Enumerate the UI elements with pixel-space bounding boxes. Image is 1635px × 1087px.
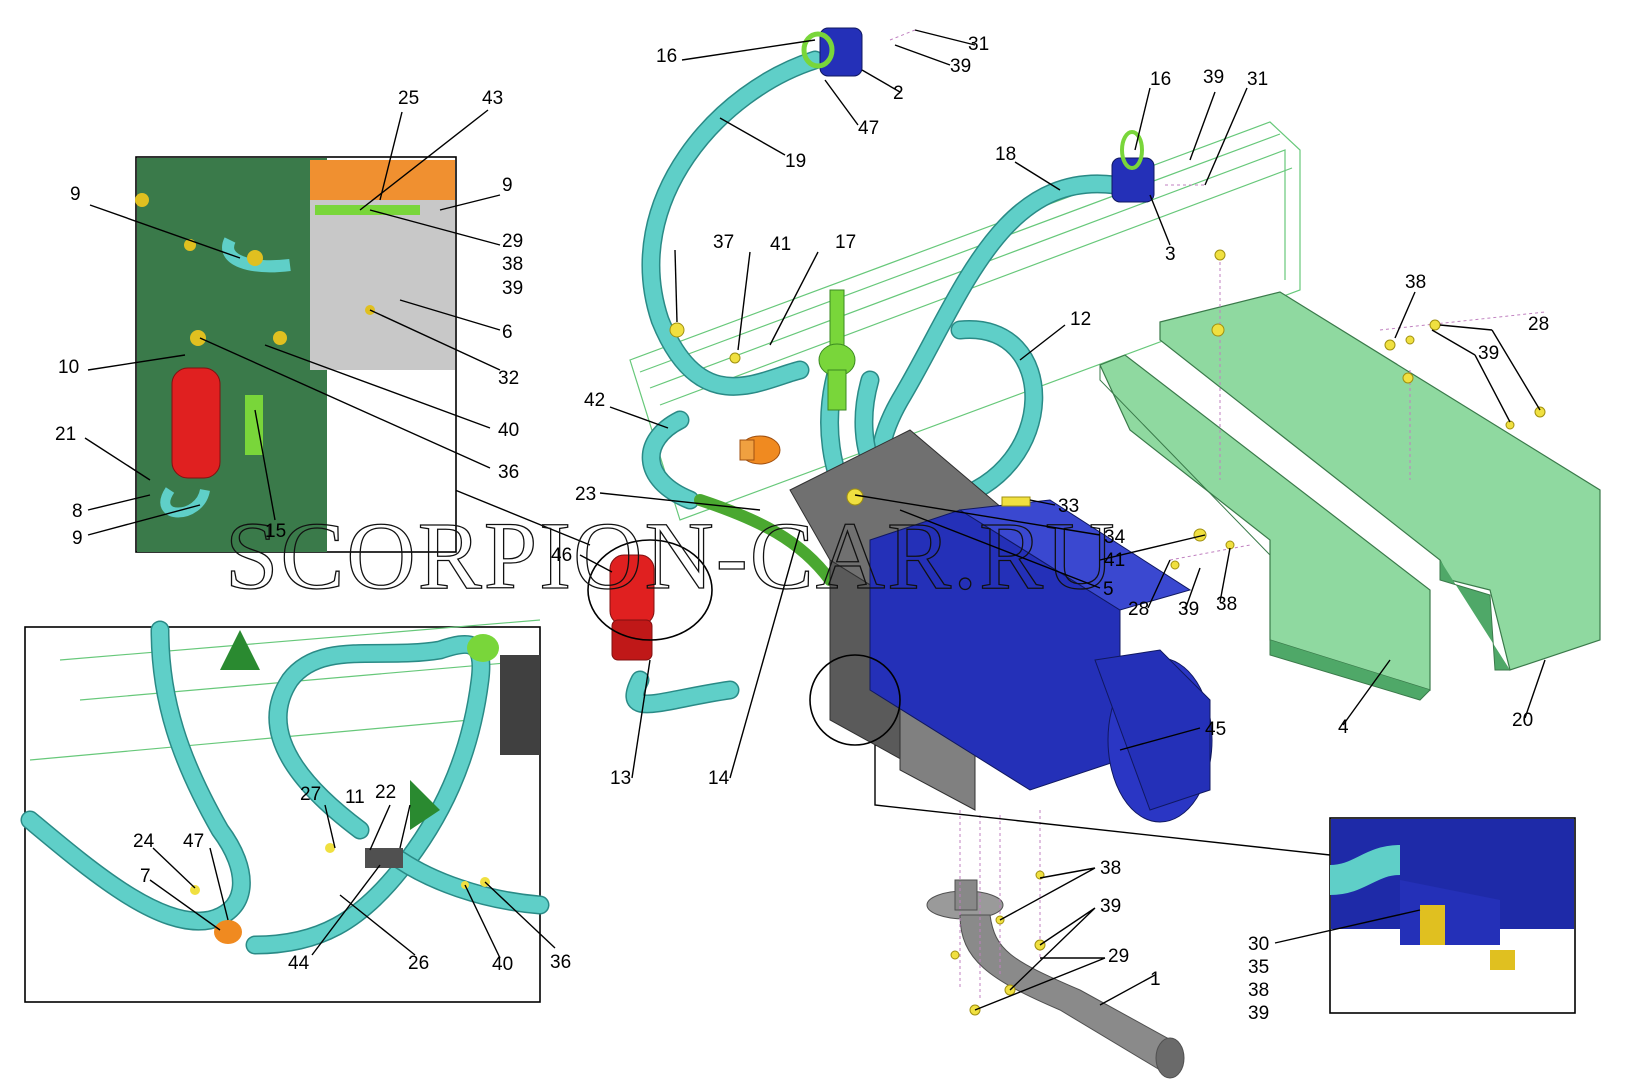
label-43: 43 bbox=[482, 88, 503, 109]
label-29-exhaust: 29 bbox=[1108, 946, 1129, 967]
label-1: 1 bbox=[1150, 969, 1161, 990]
detail-callout-circles bbox=[454, 489, 1331, 856]
label-24: 24 bbox=[133, 831, 155, 852]
label-39-exhaust: 39 bbox=[1100, 896, 1121, 917]
label-36-bottom: 36 bbox=[550, 952, 571, 973]
label-39-right: 39 bbox=[1248, 1003, 1269, 1024]
label-41a: 41 bbox=[770, 234, 791, 255]
label-2: 2 bbox=[893, 83, 904, 104]
label-9b: 9 bbox=[502, 175, 513, 196]
leader-lines bbox=[84, 29, 1546, 1011]
label-8: 8 bbox=[72, 501, 83, 522]
label-38-right: 38 bbox=[1248, 980, 1269, 1001]
inset-left bbox=[135, 156, 457, 553]
label-35: 35 bbox=[1248, 957, 1269, 978]
label-6: 6 bbox=[502, 322, 513, 343]
fasteners bbox=[669, 249, 1546, 1016]
label-20: 20 bbox=[1512, 710, 1533, 731]
heater-45 bbox=[869, 499, 1213, 823]
panel-4 bbox=[1099, 354, 1431, 701]
label-9a: 9 bbox=[70, 184, 81, 205]
label-45: 45 bbox=[1205, 719, 1226, 740]
label-37: 37 bbox=[713, 232, 734, 253]
label-7: 7 bbox=[140, 866, 151, 887]
label-40-bottom: 40 bbox=[492, 954, 513, 975]
label-12: 12 bbox=[1070, 309, 1091, 330]
label-34: 34 bbox=[1104, 527, 1126, 548]
label-40-left: 40 bbox=[498, 420, 519, 441]
label-38a: 38 bbox=[1405, 272, 1426, 293]
panel-20 bbox=[1159, 291, 1601, 671]
tee-fitting-17 bbox=[818, 289, 856, 411]
label-33: 33 bbox=[1058, 496, 1079, 517]
label-39-center: 39 bbox=[1178, 599, 1199, 620]
label-39b: 39 bbox=[1203, 67, 1224, 88]
label-10: 10 bbox=[58, 357, 79, 378]
label-41: 41 bbox=[1104, 550, 1125, 571]
blue-fitting-3 bbox=[1111, 130, 1155, 203]
label-28a: 28 bbox=[1528, 314, 1549, 335]
label-39a: 39 bbox=[950, 56, 971, 77]
label-19: 19 bbox=[785, 151, 806, 172]
label-23: 23 bbox=[575, 484, 596, 505]
label-38-center: 38 bbox=[1216, 594, 1237, 615]
exhaust-pipe-1 bbox=[926, 879, 1185, 1079]
callout-labels: 16 31 39 2 47 19 16 39 31 18 3 37 41 17 … bbox=[55, 34, 1549, 1024]
inset-right bbox=[1329, 817, 1576, 1014]
label-13: 13 bbox=[610, 768, 631, 789]
label-16a: 16 bbox=[656, 46, 677, 67]
label-11: 11 bbox=[345, 787, 365, 808]
label-18: 18 bbox=[995, 144, 1016, 165]
label-38-exhaust: 38 bbox=[1100, 858, 1121, 879]
label-47a: 47 bbox=[858, 118, 879, 139]
label-29-left: 29 bbox=[502, 231, 523, 252]
label-27: 27 bbox=[300, 784, 321, 805]
label-39-left: 39 bbox=[502, 278, 523, 299]
label-42: 42 bbox=[584, 390, 605, 411]
label-36-left: 36 bbox=[498, 462, 519, 483]
pump-46 bbox=[609, 554, 655, 661]
label-28: 28 bbox=[1128, 599, 1149, 620]
label-5: 5 bbox=[1103, 579, 1114, 600]
label-9c: 9 bbox=[72, 528, 83, 549]
label-3: 3 bbox=[1165, 244, 1176, 265]
label-44: 44 bbox=[288, 953, 310, 974]
watermark: SCORPION-CAR.RU bbox=[225, 502, 1117, 609]
assembly-lines bbox=[889, 29, 1546, 1000]
label-16b: 16 bbox=[1150, 69, 1171, 90]
label-26: 26 bbox=[408, 953, 429, 974]
valve-orange bbox=[739, 435, 781, 465]
label-46: 46 bbox=[551, 545, 572, 566]
label-39c: 39 bbox=[1478, 343, 1499, 364]
label-15: 15 bbox=[265, 521, 286, 542]
blue-fitting-2 bbox=[801, 27, 863, 77]
label-22: 22 bbox=[375, 782, 396, 803]
label-25: 25 bbox=[398, 88, 419, 109]
label-21: 21 bbox=[55, 424, 76, 445]
label-17: 17 bbox=[835, 232, 856, 253]
label-32: 32 bbox=[498, 368, 519, 389]
label-31a: 31 bbox=[968, 34, 989, 55]
label-14: 14 bbox=[708, 768, 730, 789]
label-47-bottom: 47 bbox=[183, 831, 204, 852]
label-30: 30 bbox=[1248, 934, 1269, 955]
label-31b: 31 bbox=[1247, 69, 1268, 90]
label-38-left: 38 bbox=[502, 254, 523, 275]
label-4: 4 bbox=[1338, 717, 1349, 738]
inset-bottom bbox=[20, 619, 550, 1003]
